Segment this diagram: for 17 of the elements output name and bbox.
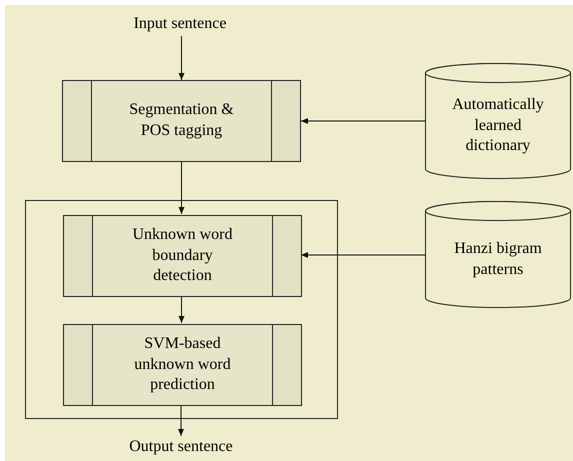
node-text: Automatically learned dictionary	[451, 94, 545, 156]
node-text: Unknown word boundary detection	[132, 224, 234, 286]
group-frame	[25, 200, 338, 419]
process-box	[62, 80, 301, 162]
arrow	[300, 118, 426, 124]
process-box	[63, 324, 302, 406]
node-text: Output sentence	[129, 436, 233, 457]
arrow	[300, 252, 426, 258]
node-text: SVM-based unknown word prediction	[133, 334, 232, 396]
arrow	[178, 296, 184, 324]
process-box	[63, 215, 302, 297]
node-text: Hanzi bigram patterns	[453, 238, 543, 280]
node-text: Input sentence	[134, 14, 226, 34]
arrow	[178, 36, 184, 80]
arrow	[178, 404, 184, 436]
arrow	[178, 162, 184, 214]
node-text: Segmentation & POS tagging	[128, 100, 235, 141]
